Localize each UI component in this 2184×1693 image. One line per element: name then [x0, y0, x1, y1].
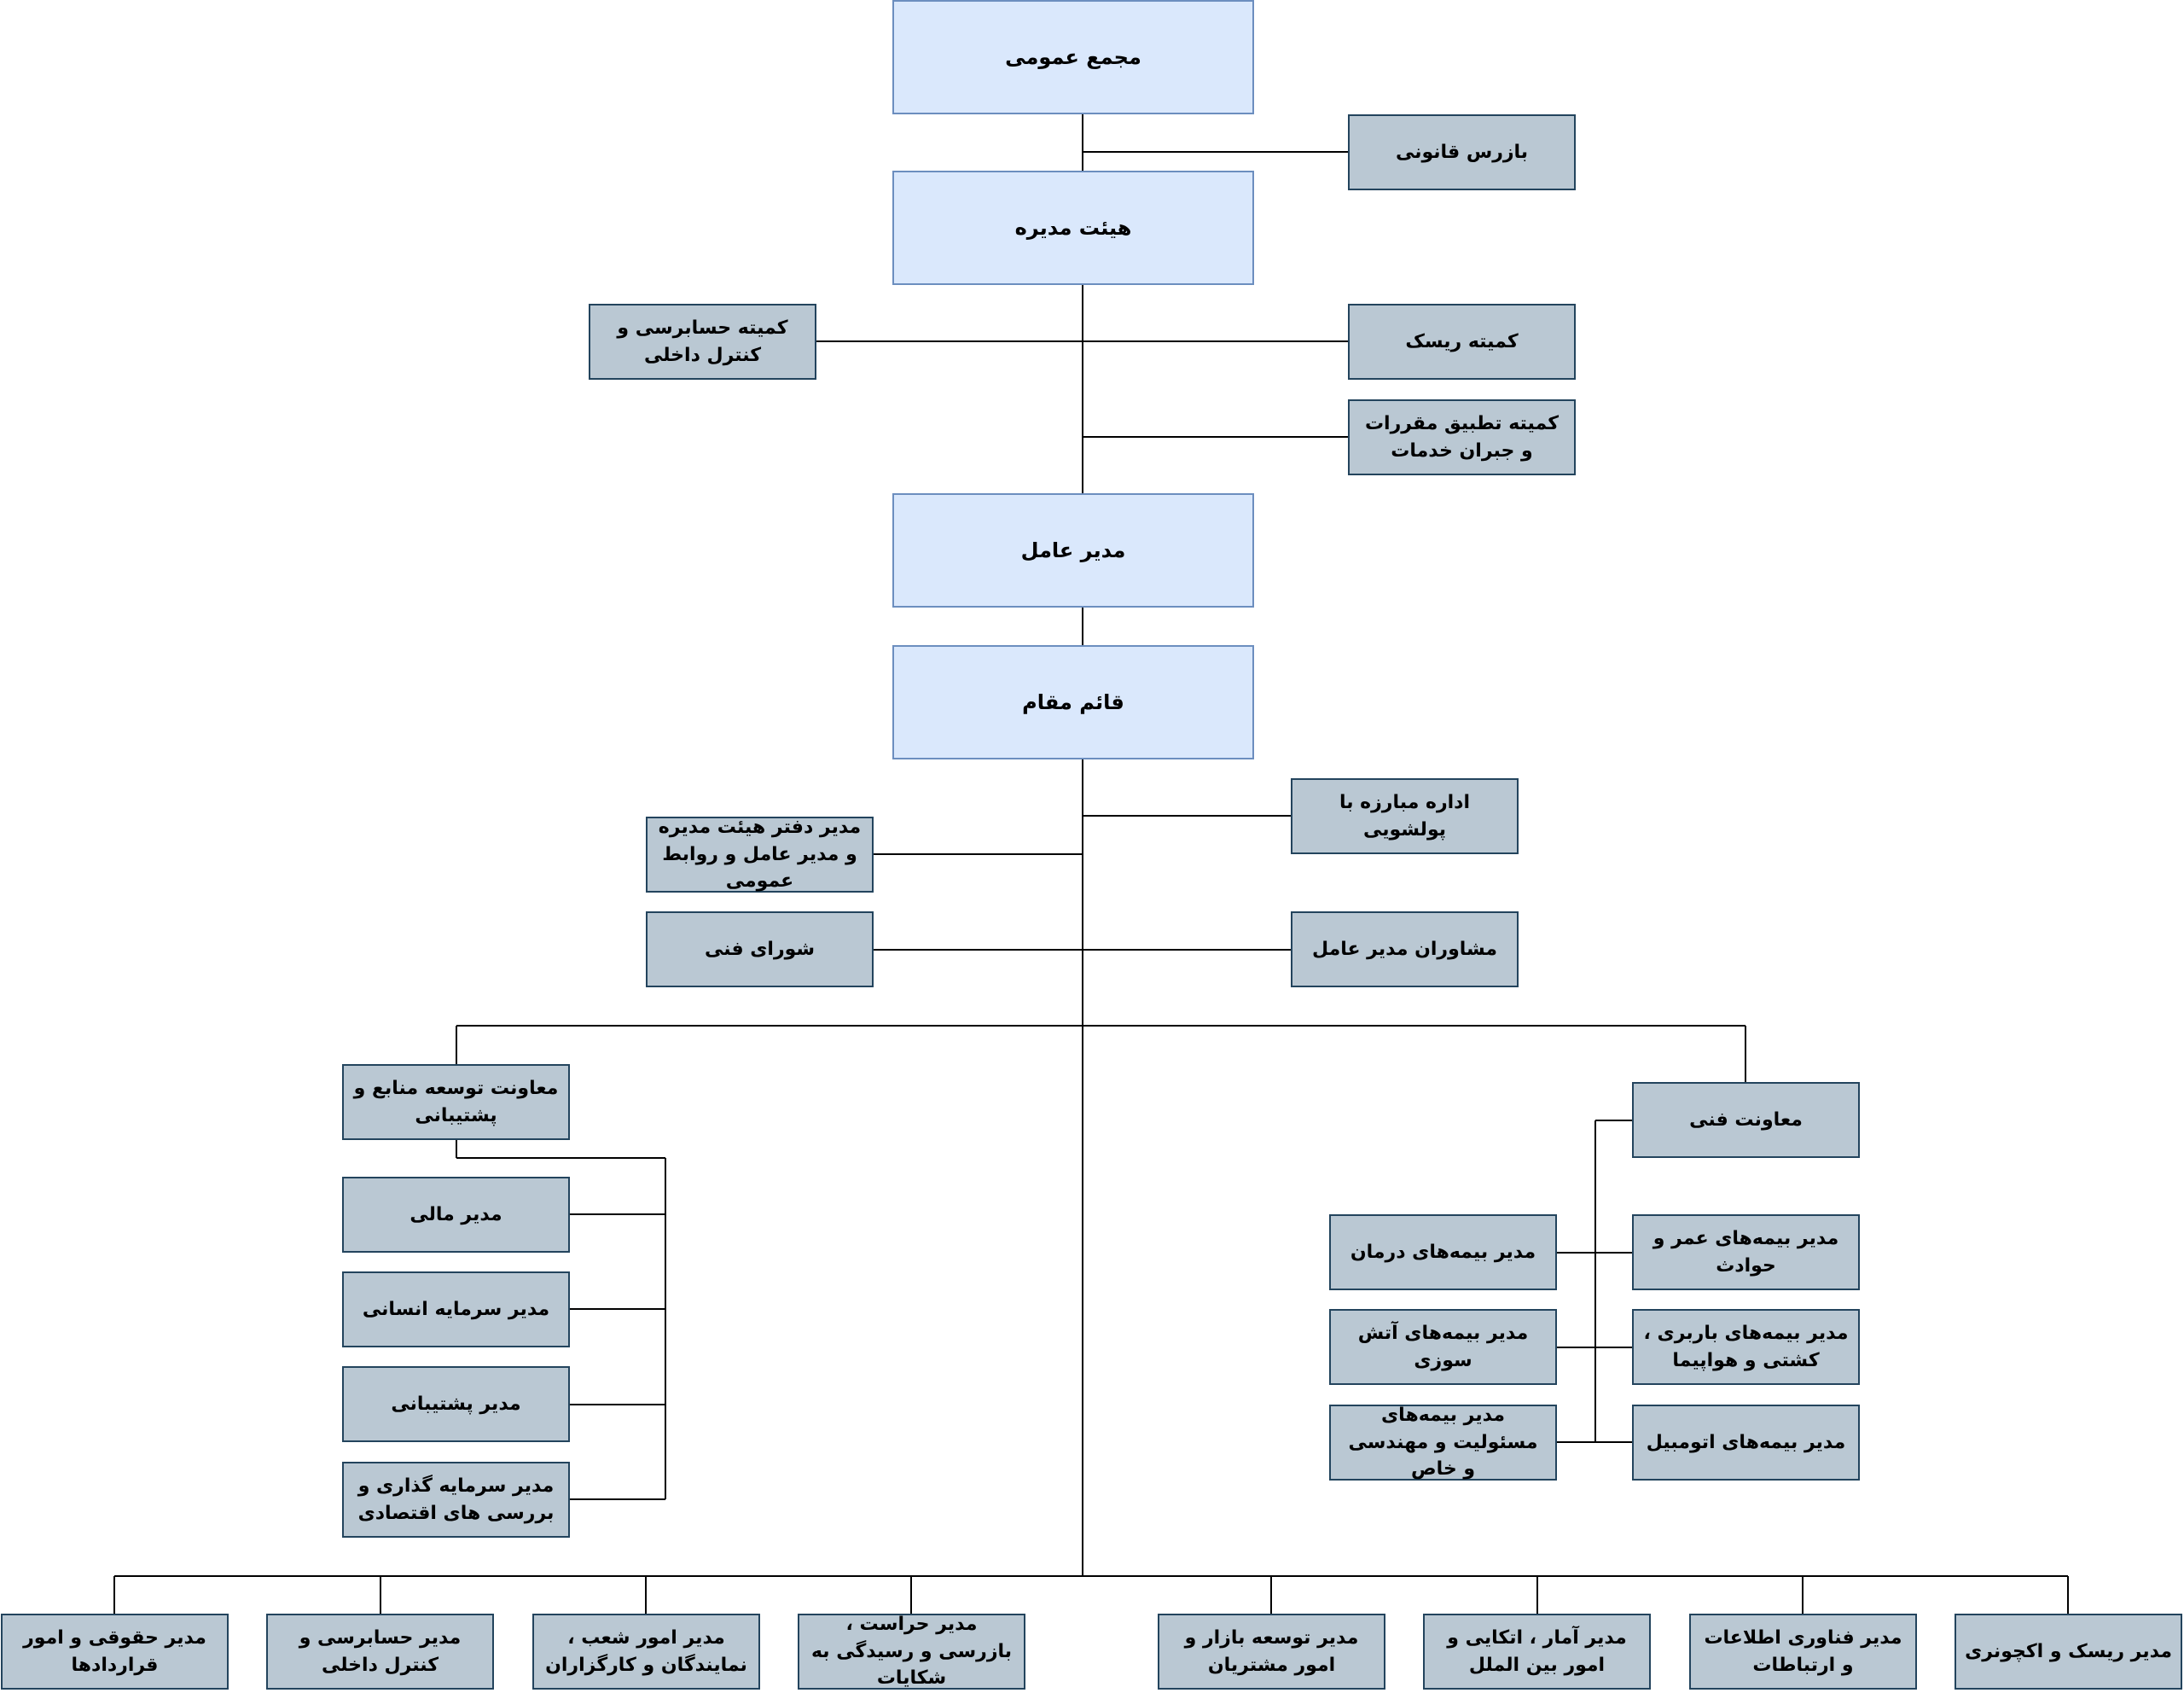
node-marketing: مدیر توسعه بازار و امور مشتریان	[1158, 1614, 1385, 1690]
node-board: هیئت مدیره	[892, 171, 1254, 285]
node-deputy: قائم مقام	[892, 645, 1254, 759]
node-security: مدیر حراست ، بازرسی و رسیدگی به شکایات	[798, 1614, 1025, 1690]
node-hr: مدیر سرمایه انسانی	[342, 1271, 570, 1347]
node-internal-audit: مدیر حسابرسی و کنترل داخلی	[266, 1614, 494, 1690]
node-risk-committee: کمیته ریسک	[1348, 304, 1576, 380]
node-legal: مدیر حقوقی و امور قراردادها	[1, 1614, 229, 1690]
node-cargo-ins: مدیر بیمه‌های باربری ، کشتی و هواپیما	[1632, 1309, 1860, 1385]
node-technical-council: شورای فنی	[646, 911, 874, 987]
node-stats-reins: مدیر آمار ، اتکایی و امور بین الملل	[1423, 1614, 1651, 1690]
node-support: مدیر پشتیبانی	[342, 1366, 570, 1442]
node-technical-vp: معاونت فنی	[1632, 1082, 1860, 1158]
node-branches: مدیر امور شعب ، نمایندگان و کارگزاران	[532, 1614, 760, 1690]
node-general-assembly: مجمع عمومی	[892, 0, 1254, 114]
node-fire-ins: مدیر بیمه‌های آتش سوزی	[1329, 1309, 1557, 1385]
node-risk-actuary: مدیر ریسک و اکچونری	[1955, 1614, 2182, 1690]
node-finance: مدیر مالی	[342, 1177, 570, 1253]
node-ceo-advisors: مشاوران مدیر عامل	[1291, 911, 1519, 987]
node-legal-inspector: بازرس قانونی	[1348, 114, 1576, 190]
node-audit-committee: کمیته حسابرسی و کنترل داخلی	[589, 304, 816, 380]
node-life-ins: مدیر بیمه‌های عمر و حوادث	[1632, 1214, 1860, 1290]
node-compliance-committee: کمیته تطبیق مقررات و جبران خدمات	[1348, 399, 1576, 475]
node-ceo: مدیر عامل	[892, 493, 1254, 608]
node-resources-vp: معاونت توسعه منابع و پشتیبانی	[342, 1064, 570, 1140]
node-health-ins: مدیر بیمه‌های درمان	[1329, 1214, 1557, 1290]
node-aml-office: اداره مبارزه با پولشویی	[1291, 778, 1519, 854]
node-auto-ins: مدیر بیمه‌های اتومبیل	[1632, 1405, 1860, 1481]
node-liability-ins: مدیر بیمه‌های مسئولیت و مهندسی و خاص	[1329, 1405, 1557, 1481]
node-it: مدیر فناوری اطلاعات و ارتباطات	[1689, 1614, 1917, 1690]
node-board-office: مدیر دفتر هیئت مدیره و مدیر عامل و روابط…	[646, 817, 874, 893]
node-investment: مدیر سرمایه گذاری و بررسی های اقتصادی	[342, 1462, 570, 1538]
